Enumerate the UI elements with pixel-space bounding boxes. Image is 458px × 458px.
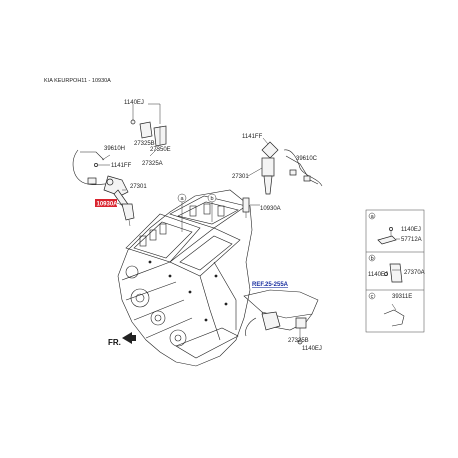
engine-block-drawing — [117, 189, 253, 367]
svg-text:b: b — [211, 196, 214, 202]
label-27350e: 27350E — [150, 147, 171, 153]
legend-b-part-2: 27370A — [404, 270, 425, 276]
callout-b: b — [207, 193, 217, 203]
diagram-title: KIA KEURPOH11 - 10930A — [44, 78, 111, 84]
callout-a: a — [177, 193, 187, 203]
svg-text:a: a — [371, 214, 375, 220]
label-27301-right: 27301 — [232, 174, 249, 180]
label-1140ej-top: 1140EJ — [124, 100, 144, 106]
label-27301-left: 27301 — [130, 184, 147, 190]
spark-plug-right — [242, 197, 250, 218]
legend-section-b: b 1140EJ 27370A — [368, 254, 425, 283]
legend-a-part-2: 57712A — [401, 237, 422, 243]
label-27325b-top: 27325B — [134, 141, 155, 147]
label-39610h: 39610H — [104, 146, 125, 152]
svg-text:b: b — [371, 256, 374, 262]
legend-b-part-1: 1140EJ — [368, 272, 388, 278]
label-27325a: 27325A — [142, 161, 163, 167]
front-direction-indicator: FR. — [108, 332, 136, 347]
ignition-harness-right — [283, 149, 323, 187]
label-10930a-right: 10930A — [260, 206, 281, 212]
label-1140ej-bottom: 1140EJ — [302, 346, 322, 352]
label-10930a-highlight[interactable]: 10930A — [97, 202, 119, 208]
label-39610c: 39610C — [296, 156, 318, 162]
legend-section-c: c 39311E — [368, 292, 412, 327]
legend-a-part-1: 1140EJ — [401, 227, 421, 233]
spark-plug-highlighted[interactable]: 10930A — [95, 199, 118, 208]
legend-c-part-1: 39311E — [392, 294, 412, 300]
ignition-coil-right — [261, 141, 279, 195]
legend-section-a: a 1140EJ 57712A — [368, 212, 422, 245]
lower-bracket-assembly — [243, 289, 319, 345]
coil-bracket-top — [130, 103, 167, 147]
ref-link[interactable]: REF.25-255A — [252, 282, 289, 288]
label-27325b-bottom: 27325B — [288, 338, 309, 344]
label-1141ff-right: 1141FF — [242, 134, 263, 140]
svg-text:c: c — [371, 294, 374, 300]
svg-text:FR.: FR. — [108, 338, 121, 347]
spark-plug-left — [121, 203, 135, 227]
legend-panel: a 1140EJ 57712A b 1140EJ 27370A c 39311E — [365, 209, 425, 333]
svg-text:a: a — [181, 196, 185, 202]
label-1141ff-left: 1141FF — [111, 163, 132, 169]
front-arrow-icon — [122, 332, 136, 344]
